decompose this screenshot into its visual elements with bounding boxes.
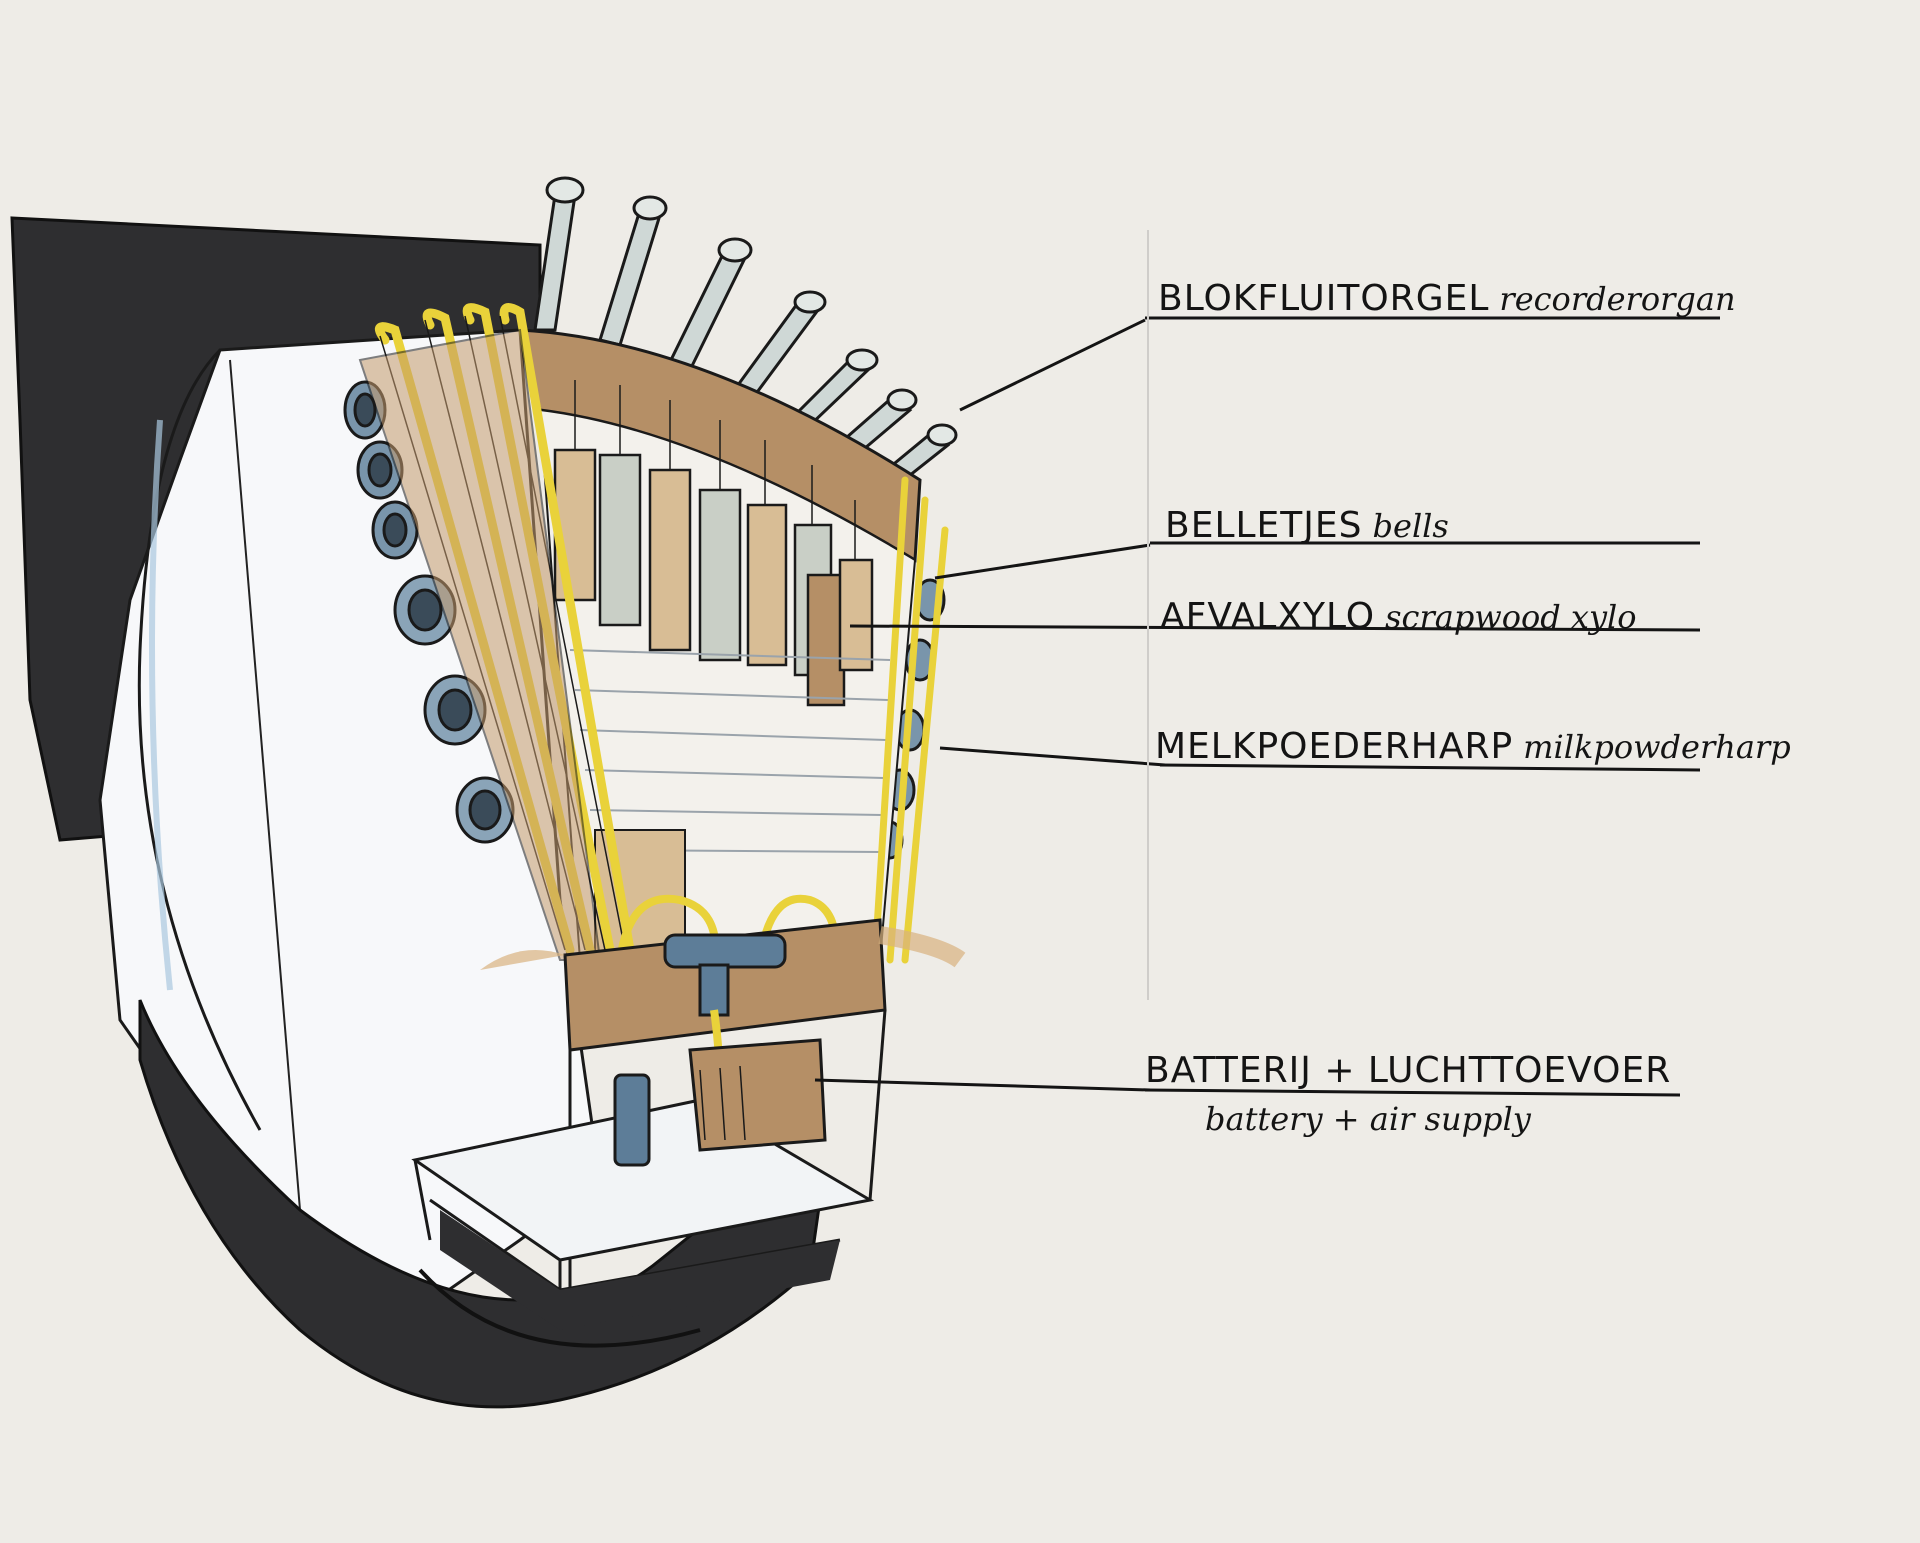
label-nl: BLOKFLUITORGEL (1158, 278, 1490, 319)
bell-strings (574, 380, 856, 560)
leader-lines (814, 316, 1720, 1097)
label-battery-air: BATTERIJ + LUCHTTOEVOER (1145, 1050, 1671, 1091)
label-en: scrapwood xylo (1385, 598, 1637, 636)
label-en: bells (1372, 507, 1449, 545)
label-nl: AFVALXYLO (1160, 596, 1376, 637)
label-en: milkpowderharp (1523, 728, 1791, 766)
yellow-tubes-right (871, 476, 949, 964)
xylo-bars (553, 448, 874, 707)
yellow-tubes-left (374, 303, 635, 955)
harp-strings (569, 649, 891, 853)
label-nl: BELLETJES (1165, 505, 1363, 546)
base-dark-floor (440, 1210, 840, 1330)
gas-cylinder (613, 1073, 651, 1167)
label-nl: BATTERIJ + LUCHTTOEVOER (1145, 1050, 1672, 1091)
label-en: recorderorgan (1499, 280, 1736, 318)
label-battery-air-en: battery + air supply (1205, 1100, 1531, 1138)
air-connector (663, 933, 787, 1017)
battery-box (688, 1038, 827, 1152)
label-nl: MELKPOEDERHARP (1155, 726, 1514, 767)
